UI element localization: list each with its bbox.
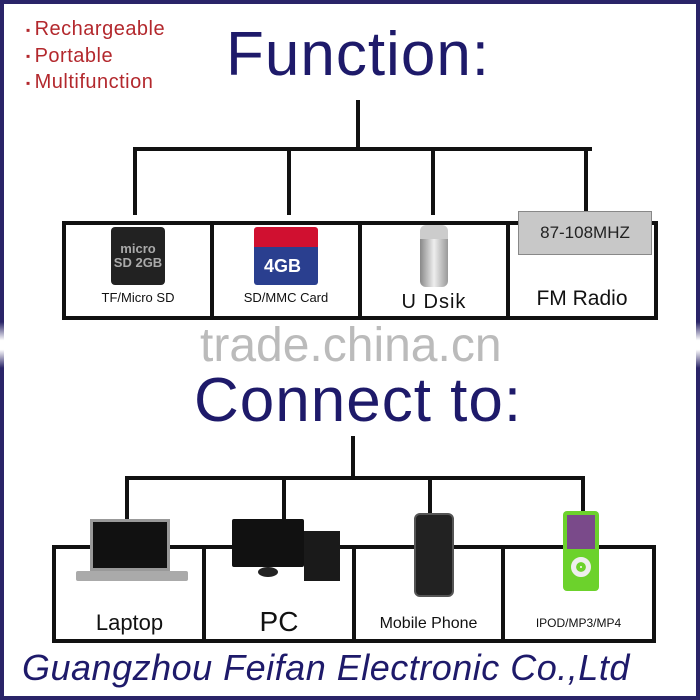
- watermark-band: [0, 322, 700, 368]
- tree-line: [581, 476, 585, 542]
- tree-line: [133, 147, 592, 151]
- feature-list: Rechargeable Portable Multifunction: [26, 16, 165, 96]
- function-label: U Dsik: [401, 291, 467, 313]
- company-name: Guangzhou Feifan Electronic Co.,Ltd: [22, 647, 630, 688]
- tree-line: [282, 476, 286, 542]
- player-screen: [567, 515, 595, 549]
- microsd-card-icon: micro SD 2GB: [111, 227, 165, 285]
- pc-tower: [304, 531, 340, 581]
- function-cell-radio: 87-108MHZ FM Radio: [506, 211, 658, 320]
- mobile-phone-icon: [414, 513, 454, 597]
- tree-line: [431, 147, 435, 215]
- function-title: Function:: [226, 20, 491, 89]
- tree-line: [356, 100, 360, 150]
- desktop-pc-icon: [232, 519, 304, 567]
- connect-cell-pc: PC: [202, 519, 356, 643]
- feature-item: Rechargeable: [26, 16, 165, 43]
- usb-drive-icon: [420, 225, 448, 287]
- connect-label: Mobile Phone: [379, 615, 478, 632]
- laptop-base: [76, 571, 188, 581]
- tree-line: [584, 147, 588, 215]
- connect-cell-laptop: Laptop: [52, 519, 207, 643]
- click-wheel: [571, 557, 591, 577]
- tree-line: [428, 476, 432, 542]
- function-label: SD/MMC Card: [243, 290, 329, 305]
- connect-title: Connect to:: [194, 366, 523, 435]
- feature-item: Multifunction: [26, 69, 165, 96]
- watermark: trade.china.cn: [200, 319, 502, 372]
- sd-card-icon: 4GB: [254, 227, 318, 285]
- function-cell-usb: U Dsik: [358, 221, 510, 320]
- connect-label: PC: [259, 606, 299, 637]
- tree-line: [351, 436, 355, 478]
- laptop-icon: [90, 519, 170, 571]
- function-cell-sd: 4GB SD/MMC Card: [210, 221, 362, 320]
- radio-icon: 87-108MHZ: [518, 211, 652, 255]
- mp4-player-icon: [563, 511, 599, 591]
- tree-line: [125, 476, 129, 542]
- tree-line: [125, 476, 585, 480]
- connect-cell-phone: Mobile Phone: [352, 513, 505, 643]
- connect-label: IPOD/MP3/MP4: [535, 616, 622, 630]
- feature-item: Portable: [26, 43, 165, 70]
- monitor-stand: [258, 567, 278, 577]
- function-label: TF/Micro SD: [101, 290, 175, 305]
- connect-cell-mp4: IPOD/MP3/MP4: [501, 511, 656, 643]
- tree-line: [133, 147, 137, 215]
- tree-line: [287, 147, 291, 215]
- function-label: FM Radio: [536, 287, 628, 310]
- function-cell-microsd: micro SD 2GB TF/Micro SD: [62, 221, 214, 320]
- connect-label: Laptop: [95, 610, 164, 635]
